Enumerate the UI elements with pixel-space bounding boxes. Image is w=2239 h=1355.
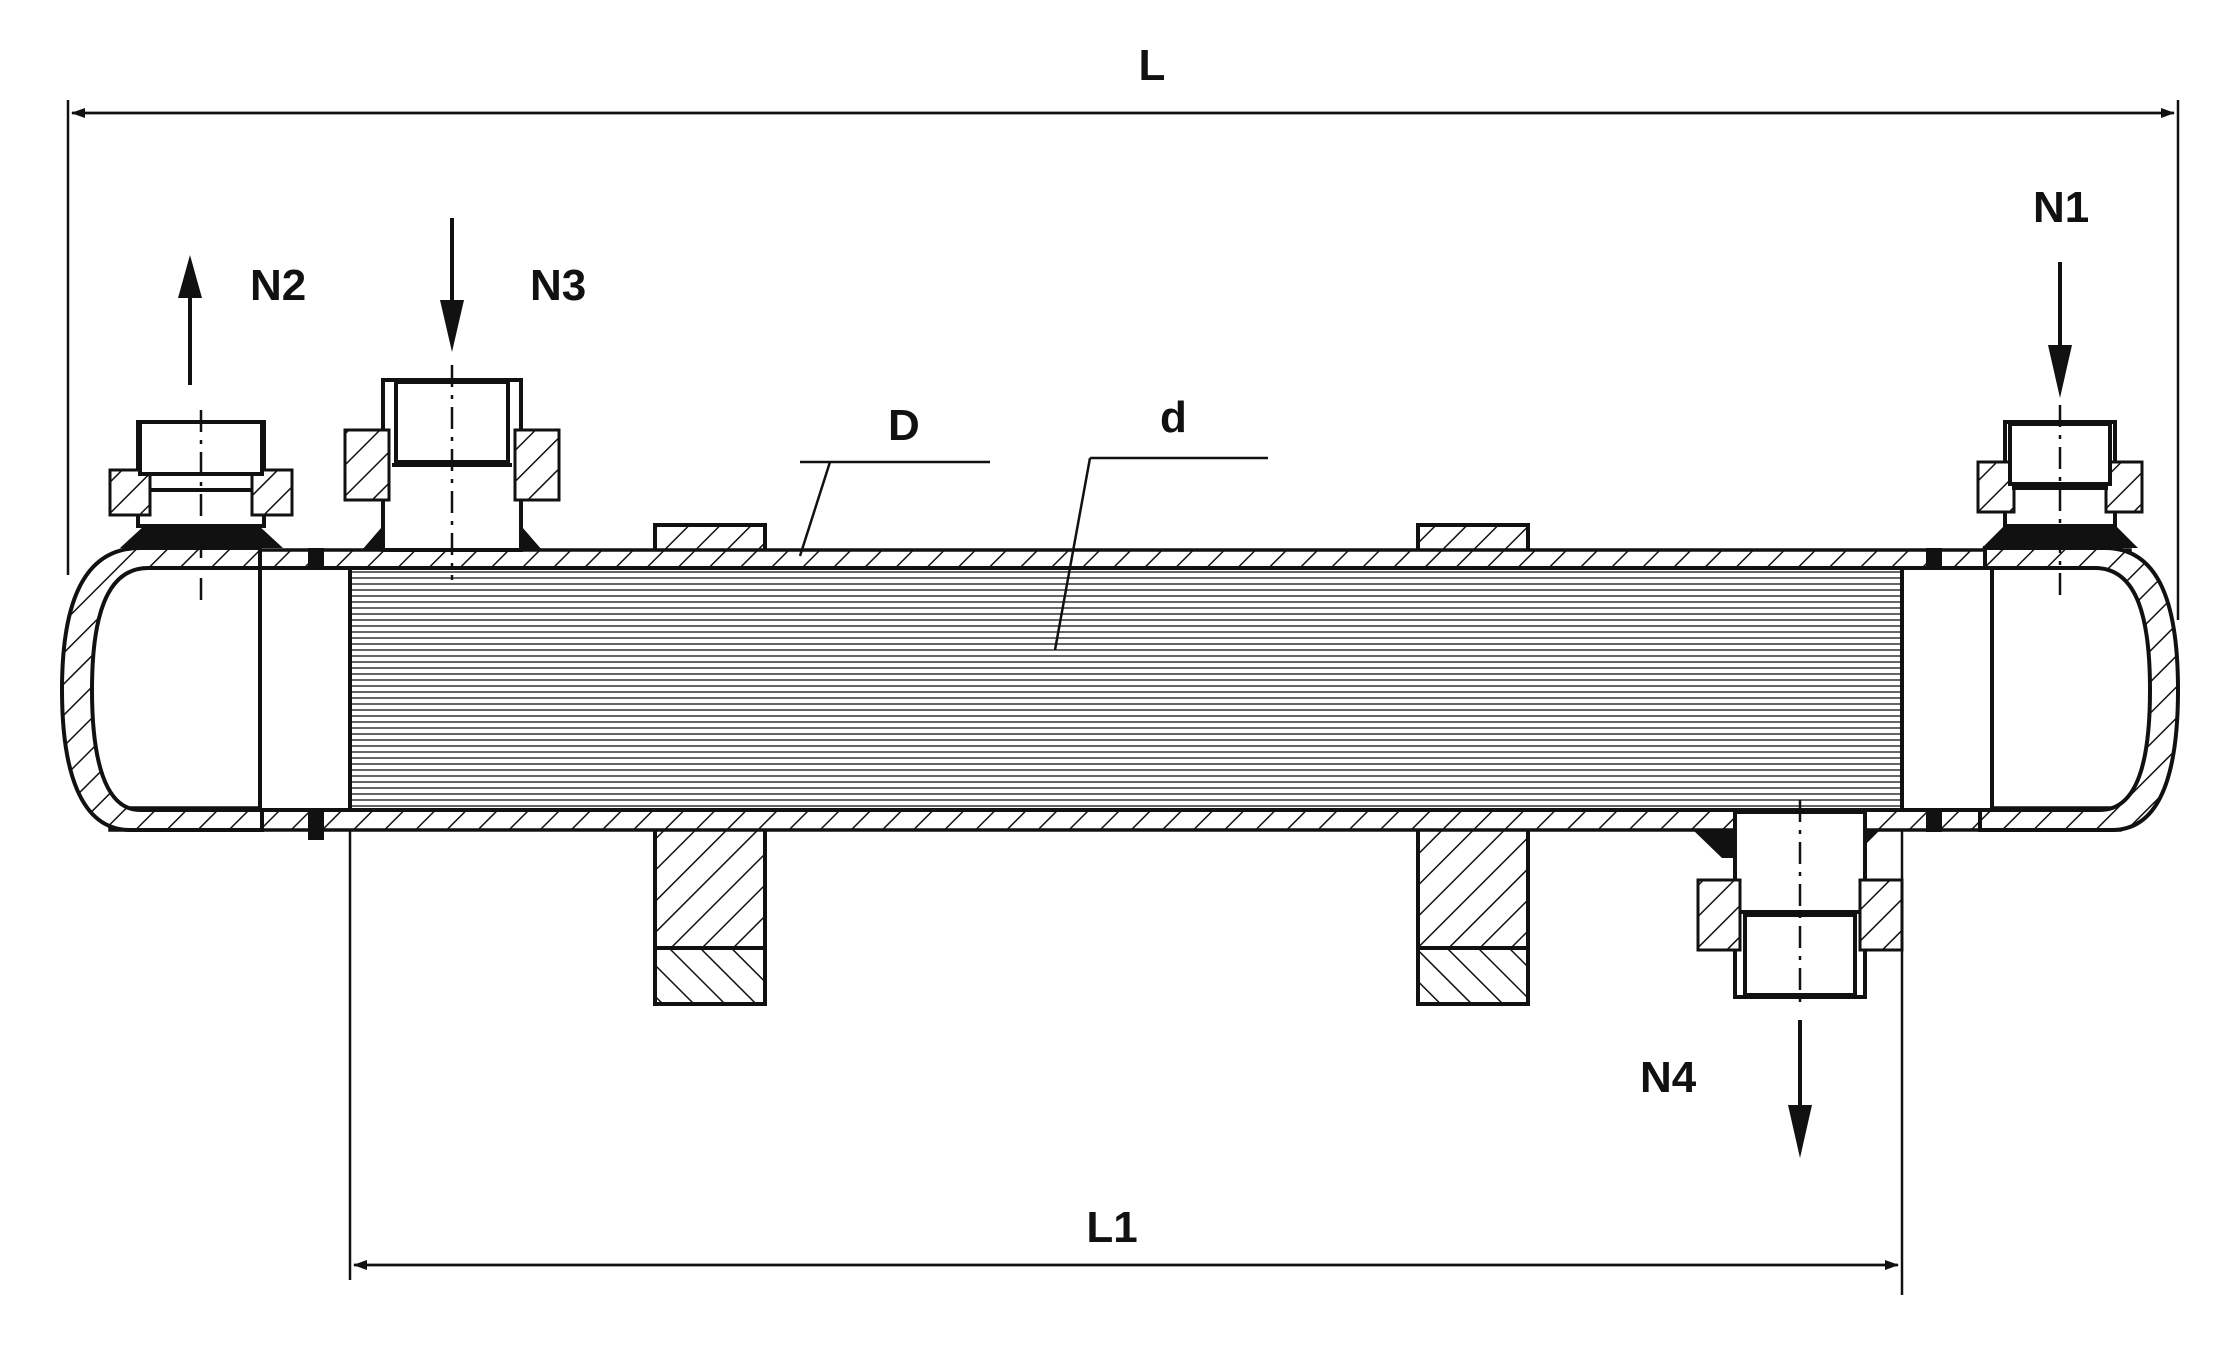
- left-saddle: [653, 523, 767, 1006]
- tube-length-label: L1: [1086, 1203, 1137, 1252]
- nozzle-n3-label: N3: [530, 261, 586, 310]
- left-tube-sheet: [258, 566, 352, 812]
- seal-blocks: [308, 548, 1942, 840]
- tube-bundle: [348, 566, 1904, 812]
- nozzle-n2: [108, 410, 294, 600]
- nozzle-n1-label: N1: [2033, 183, 2089, 232]
- nozzle-n2-arrow: N2: [178, 255, 306, 385]
- nozzle-n4-label: N4: [1640, 1053, 1697, 1102]
- nozzle-n1-arrow: N1: [2033, 183, 2089, 398]
- nozzle-n3-arrow: N3: [440, 218, 586, 352]
- nozzle-n2-label: N2: [250, 261, 306, 310]
- nozzle-n3: [343, 365, 561, 580]
- right-tube-sheet: [1900, 566, 1994, 812]
- tube-diameter-leader: d: [1053, 393, 1268, 651]
- shell-diameter-leader: D: [798, 401, 990, 557]
- tube-diameter-label: d: [1160, 393, 1187, 442]
- left-end-cap: [59, 546, 264, 832]
- right-end-cap: [1978, 546, 2181, 832]
- overall-length-label: L: [1139, 41, 1166, 90]
- nozzle-n1: [1976, 405, 2144, 600]
- nozzle-n4: [1693, 800, 1904, 1010]
- shell-diameter-label: D: [888, 401, 920, 450]
- overall-length-dimension: L: [66, 41, 2180, 620]
- nozzle-n4-arrow: N4: [1640, 1020, 1812, 1158]
